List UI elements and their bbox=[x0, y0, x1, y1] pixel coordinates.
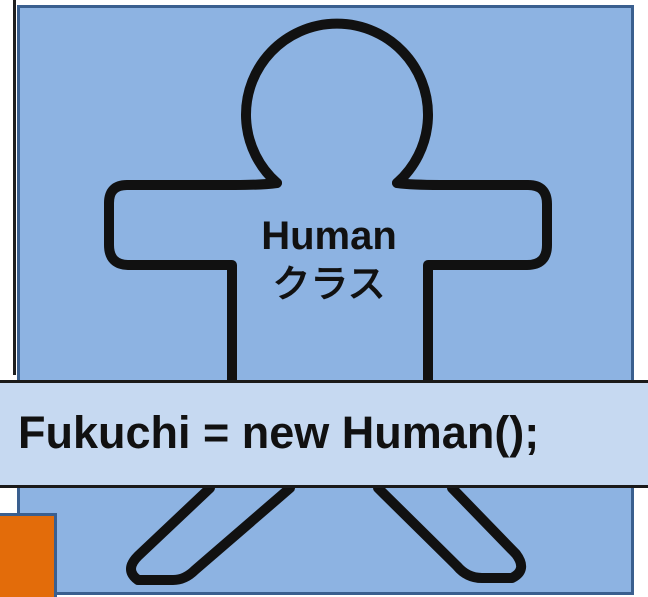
figure-body-outline bbox=[104, 178, 552, 385]
class-panel bbox=[17, 5, 634, 595]
code-statement: Fukuchi = new Human(); bbox=[18, 407, 540, 458]
figure-legs-outline bbox=[126, 483, 527, 585]
figure-head-outline bbox=[241, 18, 433, 188]
left-divider bbox=[13, 0, 16, 375]
code-banner: Fukuchi = new Human(); bbox=[0, 380, 648, 488]
class-name-label: Human bbox=[261, 214, 397, 258]
orange-accent-block bbox=[0, 513, 57, 597]
class-label: Human クラス bbox=[229, 212, 429, 308]
class-kind-label: クラス bbox=[272, 262, 386, 306]
